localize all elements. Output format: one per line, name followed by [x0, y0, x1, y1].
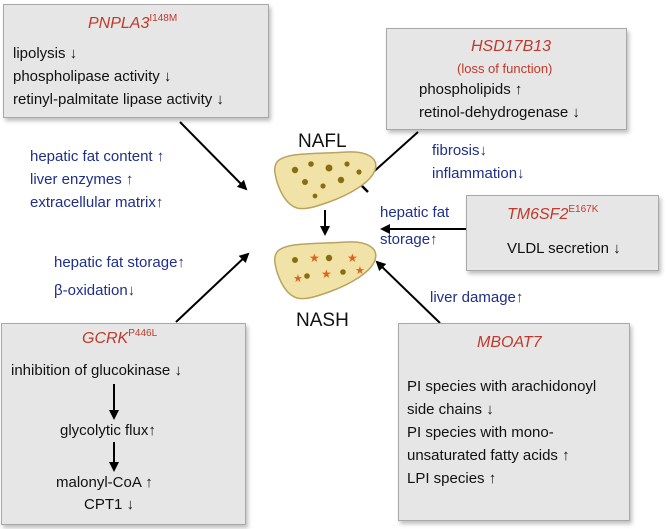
gckr-gene-name: GCRKP446L [82, 328, 158, 347]
arrow-mboat7-to-nash [375, 260, 441, 324]
hsd17b13-note: (loss of function) [457, 61, 553, 76]
svg-text:★: ★ [355, 264, 365, 277]
gckr-step: inhibition of glucokinase ↓ [11, 362, 182, 379]
mboat7-effect: PI species with arachidonoyl [407, 378, 597, 395]
outcome-mboat7: liver damage↑ [430, 289, 524, 306]
nash-liver-icon: ★ ★ ★ ★ ★ [273, 241, 377, 300]
mboat7-gene-name: MBOAT7 [477, 334, 542, 351]
arrow-gckr-to-nash [175, 252, 250, 323]
outcome-gckr: hepatic fat storage↑ [54, 254, 185, 271]
outcome-hsd17b13: fibrosis↓ [432, 142, 488, 159]
outcome-hsd17b13: inflammation↓ [432, 165, 525, 182]
gckr-step: CPT1 ↓ [84, 496, 135, 513]
outcome-pnpla3: liver enzymes ↑ [30, 171, 134, 188]
nash-label: NASH [296, 310, 349, 331]
mboat7-effect: side chains ↓ [407, 401, 494, 418]
pnpla3-effect: phospholipase activity ↓ [13, 68, 172, 85]
mboat7-effect: LPI species ↑ [407, 470, 497, 487]
hsd17b13-gene-name: HSD17B13 [471, 38, 552, 55]
gckr-flow-arrows [109, 384, 119, 472]
pnpla3-effect: lipolysis ↓ [13, 45, 78, 62]
tm6sf2-box: TM6SF2E167K VLDL secretion ↓ [466, 195, 659, 271]
mboat7-box: MBOAT7 PI species with arachidonoyl side… [398, 323, 630, 521]
svg-text:★: ★ [321, 267, 332, 281]
gckr-step: glycolytic flux↑ [60, 422, 156, 439]
hsd17b13-box: HSD17B13 (loss of function) phospholipid… [386, 28, 627, 130]
outcome-pnpla3: extracellular matrix↑ [30, 194, 164, 211]
outcome-pnpla3: hepatic fat content ↑ [30, 148, 165, 165]
gckr-box: GCRKP446L inhibition of glucokinase ↓ gl… [1, 323, 246, 525]
mboat7-effect: unsaturated fatty acids ↑ [407, 447, 570, 464]
nafl-label: NAFL [298, 131, 347, 152]
pnpla3-gene-name: PNPLA3I148M [88, 13, 178, 32]
svg-text:★: ★ [347, 251, 358, 265]
pnpla3-effect: retinyl-palmitate lipase activity ↓ [13, 91, 224, 108]
outcome-tm6sf2: storage↑ [380, 231, 438, 248]
tm6sf2-effect: VLDL secretion ↓ [507, 240, 621, 257]
svg-text:★: ★ [309, 251, 320, 265]
pnpla3-box: PNPLA3I148M lipolysis ↓ phospholipase ac… [3, 4, 269, 118]
arrow-pnpla3-to-nafl [179, 121, 248, 191]
outcome-tm6sf2: hepatic fat [380, 204, 450, 221]
hsd17b13-effect: retinol-dehydrogenase ↓ [419, 104, 580, 121]
gckr-step: malonyl-CoA ↑ [56, 474, 153, 491]
tm6sf2-gene-name: TM6SF2E167K [507, 204, 599, 223]
hsd17b13-effect: phospholipids ↑ [419, 81, 523, 98]
outcome-gckr: β-oxidation↓ [54, 282, 136, 299]
mboat7-effect: PI species with mono- [407, 424, 554, 441]
nafl-liver-icon [273, 151, 377, 210]
svg-text:★: ★ [293, 272, 303, 285]
